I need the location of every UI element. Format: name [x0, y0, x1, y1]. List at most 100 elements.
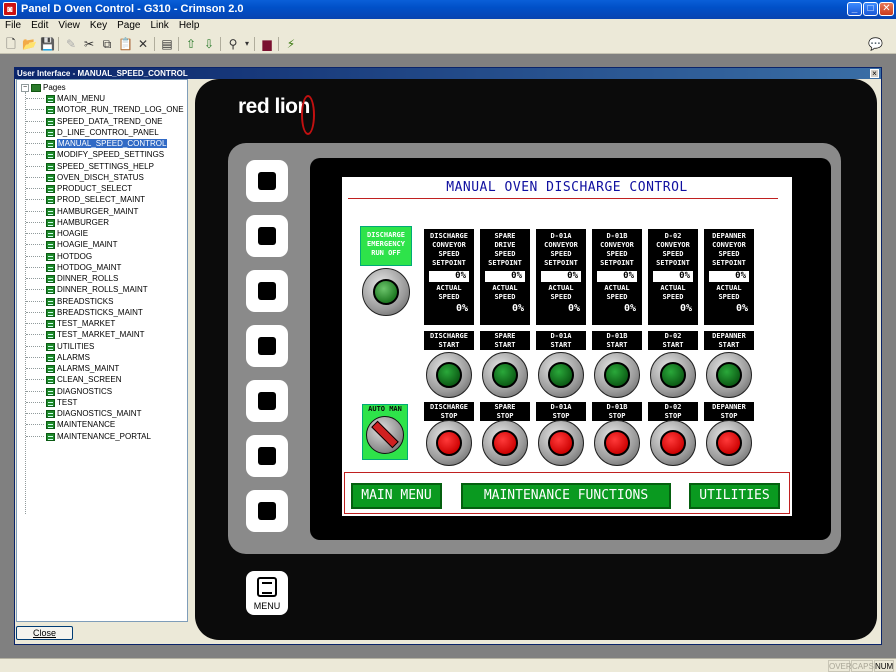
tree-item[interactable]: MAIN_MENU [17, 93, 187, 104]
stop-button[interactable] [482, 420, 528, 466]
emergency-runoff-button[interactable] [362, 268, 410, 316]
start-button[interactable] [538, 352, 584, 398]
arrow-up-icon[interactable]: ⇧ [185, 37, 197, 51]
menu-file[interactable]: File [5, 20, 22, 31]
tree-item[interactable]: MAINTENANCE_PORTAL [17, 431, 187, 442]
tree-item[interactable]: HOTDOG_MAINT [17, 262, 187, 273]
close-window-button[interactable]: ✕ [879, 2, 894, 16]
tree-item-label: HOTDOG [57, 251, 93, 261]
tree-item[interactable]: UTILITIES [17, 341, 187, 352]
tree-item[interactable]: SPEED_DATA_TREND_ONE [17, 116, 187, 127]
tree-item[interactable]: MOTOR_RUN_TREND_LOG_ONE [17, 104, 187, 115]
tree-item[interactable]: DINNER_ROLLS [17, 273, 187, 284]
page-icon [46, 252, 55, 261]
maximize-button[interactable]: □ [863, 2, 878, 16]
stop-button[interactable] [538, 420, 584, 466]
setpoint-input[interactable]: 0% [709, 271, 749, 282]
tree-item[interactable]: D_LINE_CONTROL_PANEL [17, 127, 187, 138]
actual-label-line: SPEED [606, 293, 628, 301]
tree-item[interactable]: PRODUCT_SELECT [17, 183, 187, 194]
maintenance-functions-button[interactable]: MAINTENANCE FUNCTIONS [461, 483, 671, 509]
tree-item[interactable]: DINNER_ROLLS_MAINT [17, 284, 187, 295]
actual-label-line: ACTUAL [604, 284, 630, 292]
lightning-icon[interactable]: ⚡ [286, 37, 296, 51]
soft-key-5[interactable] [246, 380, 288, 422]
cut-icon[interactable]: ✂ [83, 37, 95, 51]
soft-key-4[interactable] [246, 325, 288, 367]
tree-item[interactable]: HOAGIE_MAINT [17, 239, 187, 250]
soft-key-7[interactable] [246, 490, 288, 532]
utilities-button[interactable]: UTILITIES [689, 483, 780, 509]
save-icon[interactable]: 💾 [40, 37, 55, 51]
new-file-icon[interactable]: 🗋 [6, 37, 16, 51]
tree-item[interactable]: DIAGNOSTICS_MAINT [17, 408, 187, 419]
pen-icon[interactable]: ✎ [65, 37, 77, 51]
chevron-down-icon[interactable]: ▾ [244, 39, 249, 48]
tree-item[interactable]: TEST_MARKET_MAINT [17, 329, 187, 340]
arrow-down-icon[interactable]: ⇩ [203, 37, 215, 51]
copy-icon[interactable]: ⧉ [102, 37, 112, 51]
menu-key[interactable]: MENU [246, 571, 288, 615]
display-icon[interactable]: ▆ [262, 37, 272, 51]
tree-item[interactable]: HOAGIE [17, 228, 187, 239]
start-button[interactable] [706, 352, 752, 398]
tree-item[interactable]: BREADSTICKS [17, 296, 187, 307]
soft-key-6[interactable] [246, 435, 288, 477]
setpoint-input[interactable]: 0% [485, 271, 525, 282]
menu-help[interactable]: Help [178, 20, 200, 31]
start-button[interactable] [650, 352, 696, 398]
soft-key-2[interactable] [246, 215, 288, 257]
start-button[interactable] [426, 352, 472, 398]
setpoint-input[interactable]: 0% [597, 271, 637, 282]
soft-key-1[interactable] [246, 160, 288, 202]
stop-button[interactable] [650, 420, 696, 466]
menu-page[interactable]: Page [117, 20, 141, 31]
setpoint-input[interactable]: 0% [653, 271, 693, 282]
menu-key[interactable]: Key [89, 20, 108, 31]
tree-item[interactable]: OVEN_DISCH_STATUS [17, 172, 187, 183]
tree-item[interactable]: PROD_SELECT_MAINT [17, 194, 187, 205]
minimize-button[interactable]: _ [847, 2, 862, 16]
tree-item[interactable]: CLEAN_SCREEN [17, 374, 187, 385]
paste-icon[interactable]: 📋 [118, 37, 133, 51]
stop-button[interactable] [426, 420, 472, 466]
menu-link[interactable]: Link [150, 20, 169, 31]
tree-item[interactable]: TEST [17, 397, 187, 408]
tree-item[interactable]: HAMBURGER_MAINT [17, 206, 187, 217]
menu-view[interactable]: View [58, 20, 80, 31]
menu-edit[interactable]: Edit [31, 20, 49, 31]
stop-button[interactable] [594, 420, 640, 466]
setpoint-input[interactable]: 0% [541, 271, 581, 282]
soft-key-3[interactable] [246, 270, 288, 312]
main-menu-button[interactable]: MAIN MENU [351, 483, 442, 509]
start-button[interactable] [594, 352, 640, 398]
delete-icon[interactable]: ✕ [137, 37, 149, 51]
child-close-icon[interactable]: × [870, 69, 879, 78]
tree-root[interactable]: −Pages [21, 83, 66, 92]
tree-item[interactable]: MANUAL_SPEED_CONTROL [17, 138, 187, 149]
tree-item[interactable]: ALARMS_MAINT [17, 363, 187, 374]
tree-item[interactable]: ALARMS [17, 352, 187, 363]
collapse-icon[interactable]: − [21, 83, 29, 92]
properties-icon[interactable]: ▤ [161, 37, 173, 51]
open-folder-icon[interactable]: 📂 [22, 37, 37, 51]
app-icon[interactable]: ◙ [3, 2, 17, 16]
tree-item[interactable]: MODIFY_SPEED_SETTINGS [17, 149, 187, 160]
tree-item[interactable]: SPEED_SETTINGS_HELP [17, 161, 187, 172]
stop-button[interactable] [706, 420, 752, 466]
tree-item[interactable]: BREADSTICKS_MAINT [17, 307, 187, 318]
tree-item[interactable]: TEST_MARKET [17, 318, 187, 329]
tree-item[interactable]: MAINTENANCE [17, 419, 187, 430]
setpoint-input[interactable]: 0% [429, 271, 469, 282]
tree-item[interactable]: DIAGNOSTICS [17, 386, 187, 397]
tree-item[interactable]: HAMBURGER [17, 217, 187, 228]
header-line: SETPOINT [432, 259, 466, 267]
help-balloon-icon[interactable]: 💬 [868, 37, 883, 51]
start-button[interactable] [482, 352, 528, 398]
zoom-icon[interactable]: ⚲ [228, 37, 238, 51]
tree-item[interactable]: HOTDOG [17, 251, 187, 262]
page-icon [46, 410, 55, 418]
close-button[interactable]: Close [16, 626, 73, 640]
